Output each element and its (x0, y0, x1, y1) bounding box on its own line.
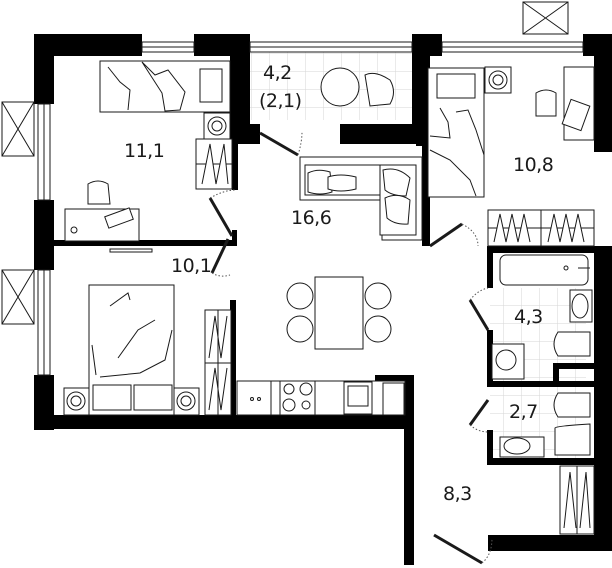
room-area-hallway: 8,3 (443, 483, 472, 505)
room-area-bedroom-2: 10,8 (513, 154, 554, 176)
ac-units (1, 1, 569, 325)
room-area-wc: 2,7 (509, 401, 538, 423)
room-area-balcony-reduced: (2,1) (259, 90, 302, 112)
windows (37, 41, 584, 376)
door-swings (209, 131, 493, 564)
furniture (63, 60, 595, 535)
room-area-living-kitchen: 16,6 (291, 207, 332, 229)
room-area-balcony: 4,2 (263, 62, 292, 84)
room-area-bedroom-3: 10,1 (171, 255, 212, 277)
doors (208, 131, 490, 565)
room-area-bathroom: 4,3 (514, 306, 543, 328)
walls (34, 34, 612, 565)
room-area-bedroom-1: 11,1 (124, 140, 165, 162)
